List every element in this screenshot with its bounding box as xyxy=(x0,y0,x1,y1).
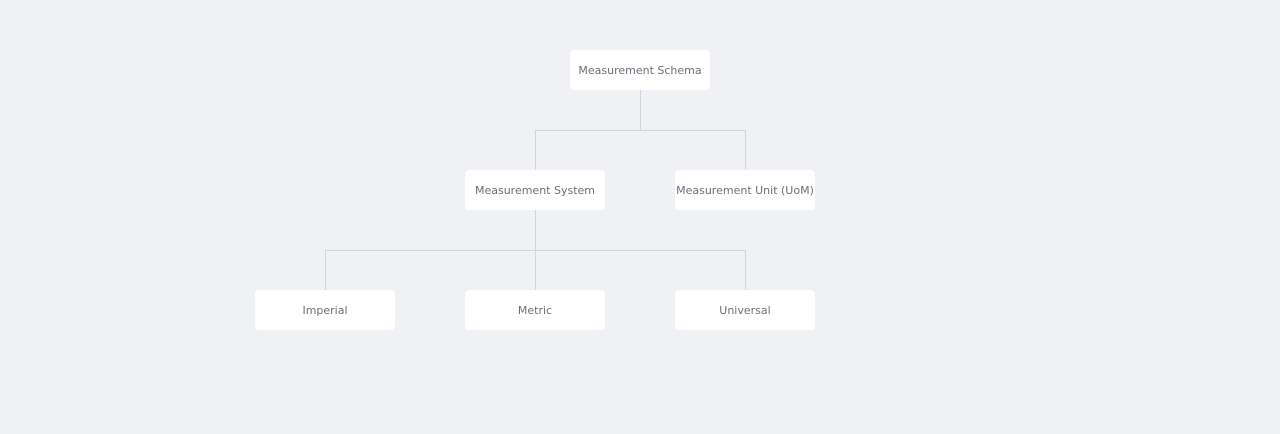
node-label: Imperial xyxy=(302,303,348,317)
node-measurement-unit[interactable]: Measurement Unit (UoM) xyxy=(675,170,815,210)
node-label: Measurement Schema xyxy=(578,63,702,77)
node-measurement-schema[interactable]: Measurement Schema xyxy=(570,50,710,90)
node-label: Metric xyxy=(517,303,553,317)
node-label: Measurement Unit (UoM) xyxy=(676,183,814,197)
node-label: Measurement System xyxy=(474,183,596,197)
node-measurement-system[interactable]: Measurement System xyxy=(465,170,605,210)
node-universal[interactable]: Universal xyxy=(675,290,815,330)
node-metric[interactable]: Metric xyxy=(465,290,605,330)
node-imperial[interactable]: Imperial xyxy=(255,290,395,330)
node-label: Universal xyxy=(719,303,771,317)
